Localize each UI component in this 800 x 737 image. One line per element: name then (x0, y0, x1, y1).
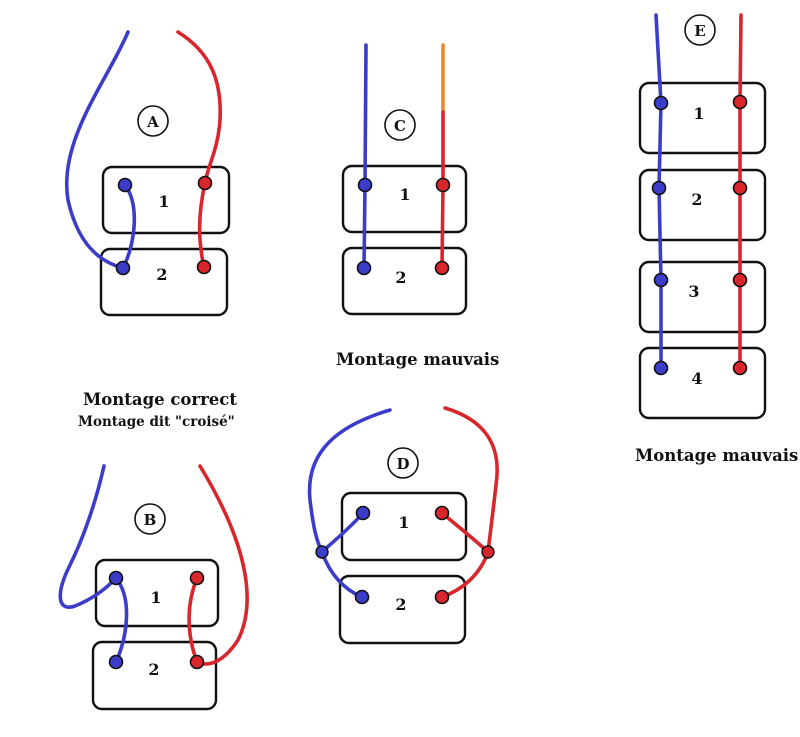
diagram-a-blue-wire-in (64, 30, 130, 270)
diagram-c-block-1 (341, 164, 468, 234)
diagram-d-red-junction (481, 545, 495, 559)
diagram-d-red-wire-in (443, 406, 499, 554)
diagram-b-terminal-2-left (108, 654, 124, 670)
diagram-c-terminal-label-1: 1 (399, 185, 410, 204)
diagram-d-terminal-1-right (434, 505, 450, 521)
diagram-a-terminal-label-2: 2 (156, 265, 167, 284)
caption-montage-correct: Montage correct (83, 390, 237, 409)
diagram-b-terminal-label-1: 1 (150, 588, 161, 607)
diagram-b-blue-jumper (114, 576, 129, 664)
diagram-e-terminal-3-right (732, 272, 748, 288)
diagram-b-letter: B (144, 511, 157, 529)
diagram-e: E 1 2 3 4 (638, 13, 767, 420)
diagram-b-red-wire-in (195, 464, 249, 666)
diagram-d-terminal-label-1: 1 (398, 513, 409, 532)
diagram-c: C 1 2 (341, 43, 468, 316)
diagram-a-terminal-1-left (117, 177, 133, 193)
diagram-e-terminal-2-left (651, 180, 667, 196)
diagram-a-letter: A (146, 113, 159, 131)
diagram-d: D 1 2 (307, 406, 499, 645)
diagram-e-terminal-4-left (653, 360, 669, 376)
diagram-c-terminal-2-right (434, 260, 450, 276)
diagram-d-terminal-2-left (354, 589, 370, 605)
diagram-e-terminal-label-3: 3 (688, 282, 699, 301)
diagram-c-terminal-1-left (357, 177, 373, 193)
diagram-e-terminal-label-1: 1 (693, 104, 704, 123)
diagram-c-terminal-1-right (435, 177, 451, 193)
diagram-d-blue-junction (315, 545, 329, 559)
diagram-e-label-circle (684, 14, 716, 46)
diagram-c-blue-wire (362, 43, 368, 270)
diagram-e-terminal-1-right (732, 94, 748, 110)
caption-montage-mauvais-e: Montage mauvais (635, 446, 799, 465)
diagram-c-terminal-label-2: 2 (395, 268, 406, 287)
diagram-d-terminal-1-left (355, 505, 371, 521)
diagram-b-terminal-1-left (108, 570, 124, 586)
diagram-e-terminal-label-2: 2 (691, 190, 702, 209)
diagram-e-terminal-4-right (732, 360, 748, 376)
diagram-a-terminal-label-1: 1 (158, 192, 169, 211)
diagram-b-blue-wire-in (58, 464, 118, 609)
diagram-a: A 1 2 (64, 30, 231, 317)
diagram-d-terminal-2-right (434, 589, 450, 605)
diagram-a-blue-jumper (121, 183, 137, 270)
diagram-e-terminal-1-left (653, 95, 669, 111)
diagram-a-terminal-1-right (197, 175, 213, 191)
diagram-e-terminal-label-4: 4 (691, 369, 702, 388)
diagram-c-label-circle (384, 109, 416, 141)
caption-montage-mauvais-c: Montage mauvais (336, 350, 500, 369)
diagram-a-terminal-2-right (196, 259, 212, 275)
diagram-a-block-2 (99, 247, 229, 317)
diagram-a-terminal-2-left (115, 260, 131, 276)
diagram-a-red-jumper (197, 181, 207, 269)
diagram-b-terminal-1-right (189, 570, 205, 586)
diagram-e-block-3 (638, 260, 767, 334)
diagram-d-block-1 (340, 491, 468, 562)
diagram-b-terminal-2-right (189, 654, 205, 670)
diagram-a-red-wire-in (176, 30, 222, 185)
diagram-d-terminal-label-2: 2 (395, 595, 406, 614)
diagram-d-label-circle (387, 447, 419, 479)
diagram-c-block-2 (341, 246, 468, 316)
diagram-b: B 1 2 (58, 464, 249, 711)
caption-montage-croise: Montage dit "croisé" (78, 414, 235, 430)
diagram-e-terminal-3-left (653, 272, 669, 288)
diagram-e-terminal-2-right (732, 180, 748, 196)
diagram-e-letter: E (694, 22, 705, 40)
diagram-d-letter: D (396, 455, 409, 473)
diagram-c-terminal-2-left (356, 260, 372, 276)
diagram-c-letter: C (394, 117, 406, 135)
diagram-b-block-2 (91, 640, 218, 711)
diagram-b-label-circle (134, 503, 166, 535)
diagram-b-terminal-label-2: 2 (148, 660, 159, 679)
diagram-d-block-2 (338, 574, 467, 645)
diagram-d-blue-wire-in (307, 408, 392, 554)
diagram-a-label-circle (137, 105, 169, 137)
